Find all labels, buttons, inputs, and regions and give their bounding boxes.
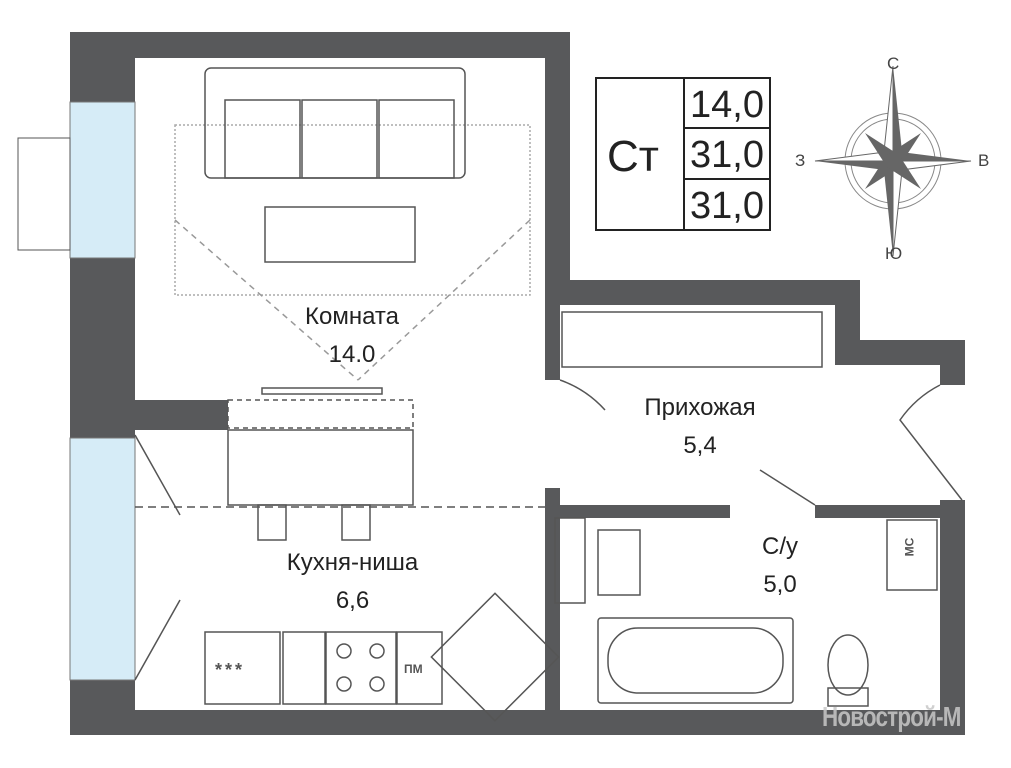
total-area: 31,0: [690, 134, 764, 176]
room-area: 6,6: [335, 587, 370, 614]
room-name: Прихожая: [644, 394, 756, 421]
watermark: Новострой-М: [822, 701, 961, 732]
compass-rose-icon: [814, 65, 972, 257]
room-label-hall: Прихожая 5,4: [610, 393, 790, 461]
room-area: 5,4: [683, 432, 717, 459]
windows: [17, 101, 136, 681]
room-label-kitchen: Кухня-ниша 6,6: [255, 548, 450, 616]
room-label-bathroom: С/у 5,0: [730, 532, 830, 600]
stove-label: ***: [215, 660, 246, 680]
washing-machine-label: МС: [902, 537, 917, 557]
dishwasher-label: ПМ: [404, 662, 423, 676]
room-label-living: Комната 14.0: [272, 302, 432, 370]
compass-south: Ю: [885, 244, 903, 263]
room-name: Кухня-ниша: [286, 549, 419, 576]
room-area: 5,0: [763, 571, 797, 598]
living-area: 14,0: [690, 84, 764, 126]
walls: [70, 32, 965, 735]
compass-north: С: [887, 54, 900, 73]
room-name: С/у: [762, 533, 798, 560]
apartment-type: Ст: [607, 132, 659, 181]
furniture: [134, 67, 963, 722]
info-box: [595, 77, 771, 231]
total-area-2: 31,0: [690, 185, 764, 227]
room-area: 14.0: [328, 341, 376, 368]
room-name: Комната: [305, 303, 399, 330]
compass-west: З: [795, 151, 806, 170]
compass-east: В: [978, 151, 990, 170]
